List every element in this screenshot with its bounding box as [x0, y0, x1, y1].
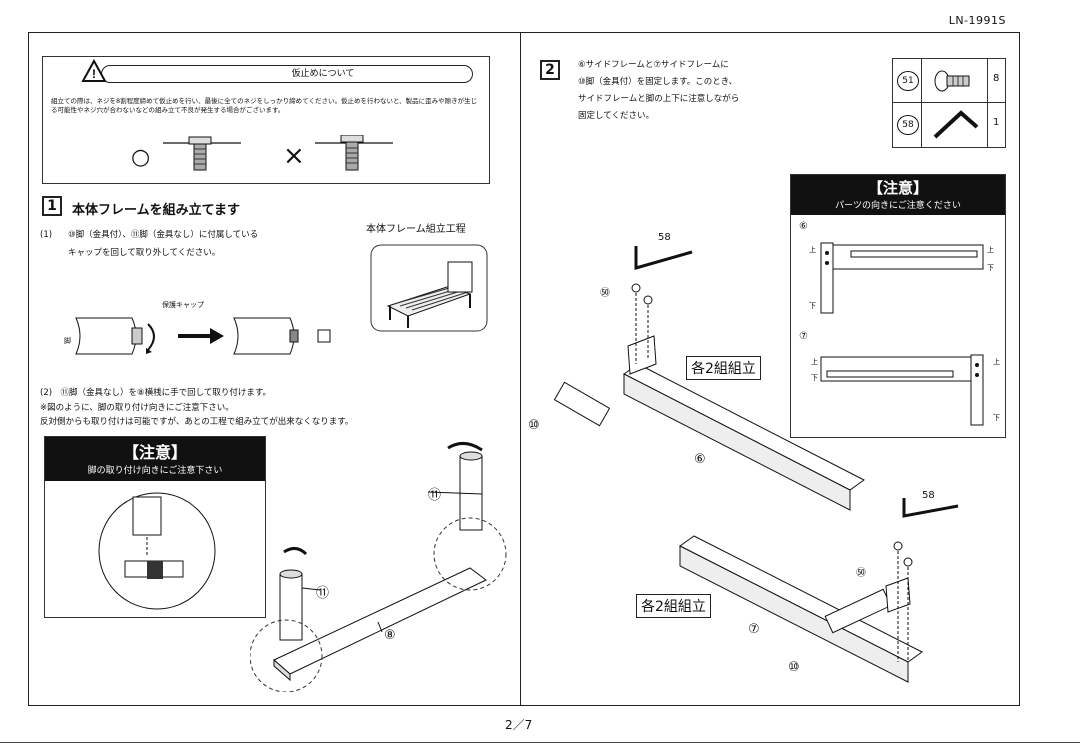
step2-part58-bottom: 58: [922, 490, 935, 501]
warning-triangle-icon: !: [81, 59, 107, 82]
step1-sub2-line2: ※図のように、脚の取り付け向きにご注意下さい。: [40, 403, 234, 413]
page-frame: [28, 32, 1020, 706]
caution7-up-right: 上: [993, 358, 1000, 366]
hex-wrench-icon: [933, 110, 979, 139]
parts-table: 51 8 58 1: [892, 58, 1006, 148]
step2-line4: 固定してください。: [578, 111, 654, 121]
caution6-up-right: 上: [987, 246, 994, 254]
caution-part6: ⑥: [799, 221, 808, 232]
ng-mark: ×: [283, 141, 305, 171]
warning-box: ! 仮止めについて 組立ての際は、ネジを8割程度締めて仮止めを行い、最後に全ての…: [42, 56, 490, 184]
caution7-down-right: 下: [993, 414, 1000, 422]
caution6-down-right: 下: [987, 264, 994, 272]
caution7-down-left: 下: [811, 374, 818, 382]
step1-sub1-line2: キャップを回して取り外してください。: [68, 248, 221, 258]
step2-part51-bottom: ㊿: [856, 568, 866, 579]
parts-caution-header: 【注意】 パーツの向きにご注意ください: [791, 175, 1005, 215]
bed-preview-illustration: [370, 244, 488, 332]
step2-line3: サイドフレームと脚の上下に注意しながら: [578, 94, 740, 104]
parts-row2-qty: 1: [993, 117, 1000, 128]
parts-row2-num: 58: [897, 115, 919, 135]
parts-row1-qty: 8: [993, 73, 1000, 84]
step2-part7: ⑦: [748, 622, 760, 637]
page-number: 2／7: [505, 718, 533, 732]
step2-line1: ⑥サイドフレームと⑦サイドフレームに: [578, 60, 729, 70]
leg-detail-illustration: [98, 492, 216, 610]
frame7-orientation-illustration: [820, 354, 984, 426]
svg-text:!: !: [92, 67, 96, 81]
step2-part6: ⑥: [694, 452, 706, 467]
step1-sub2-line3: 反対側からも取り付けは可能ですが、あとの工程で組み立てが出来なくなります。: [40, 417, 354, 427]
bottom-rule: [0, 742, 1080, 743]
cap-label: 保護キャップ: [162, 301, 204, 309]
step1-sub1-index: (1): [40, 230, 53, 240]
part-beam-label: ⑧: [384, 628, 396, 643]
pair-assembly-label-top: 各2組組立: [686, 356, 761, 380]
incorrect-screw-icon: [315, 135, 393, 171]
side-frame7-assembly-illustration: [679, 498, 959, 683]
pair-assembly-label-bottom: 各2組組立: [636, 594, 711, 618]
step2-number: 2: [540, 60, 560, 80]
side-frame6-assembly-illustration: [553, 246, 865, 511]
leg-label: 脚: [64, 337, 71, 345]
caution7-up-left: 上: [811, 358, 818, 366]
caution-part7: ⑦: [799, 331, 808, 342]
step2-part58-top: 58: [658, 232, 671, 243]
leg-caution-box: 【注意】 脚の取り付け向きにご注意下さい: [44, 436, 266, 618]
part-leg-label: ⑪: [316, 586, 330, 601]
caution6-down-left: 下: [809, 302, 816, 310]
step2-part51-top: ㊿: [600, 288, 610, 299]
parts-row1-num: 51: [897, 71, 919, 91]
process-label: 本体フレーム組立工程: [366, 224, 466, 235]
step2-part10-top: ⑩: [528, 418, 540, 433]
part-leg2-label: ⑪: [428, 488, 442, 503]
beam-leg-assembly-illustration: [250, 442, 507, 692]
step1-sub1-line1: ⑩脚（金具付）、⑪脚（金具なし）に付属している: [68, 230, 259, 240]
warning-title: 仮止めについて: [291, 69, 355, 79]
step1-sub2-line1: (2) ⑪脚（金具なし）を⑧横桟に手で回して取り付けます。: [40, 388, 272, 398]
step1-title: 本体フレームを組み立てます: [72, 203, 240, 218]
step2-line2: ⑩脚（金具付）を固定します。このとき、: [578, 77, 738, 87]
model-code: LN-1991S: [948, 14, 1006, 27]
caution6-up-left: 上: [809, 246, 816, 254]
warning-text: 組立ての際は、ネジを8割程度締めて仮止めを行い、最後に全てのネジをしっかり締めて…: [51, 97, 478, 114]
leg-caution-title: 【注意】: [122, 443, 187, 462]
parts-caution-title: 【注意】: [867, 179, 928, 197]
ok-mark: ○: [131, 145, 151, 170]
step1-number: 1: [42, 196, 62, 216]
leg-caution-header: 【注意】 脚の取り付け向きにご注意下さい: [45, 437, 265, 481]
parts-caution-box: 【注意】 パーツの向きにご注意ください ⑥ ⑦ 上 上 下 下 上 下 上 下: [790, 174, 1006, 438]
parts-caution-subtitle: パーツの向きにご注意ください: [835, 201, 961, 211]
step2-part10-bottom: ⑩: [788, 660, 800, 675]
cap-removal-illustration: [75, 317, 331, 355]
column-divider: [520, 32, 521, 706]
frame6-orientation-illustration: [820, 242, 984, 314]
correct-screw-icon: [163, 136, 241, 171]
bolt-icon: [934, 70, 970, 92]
leg-caution-subtitle: 脚の取り付け向きにご注意下さい: [87, 466, 223, 476]
